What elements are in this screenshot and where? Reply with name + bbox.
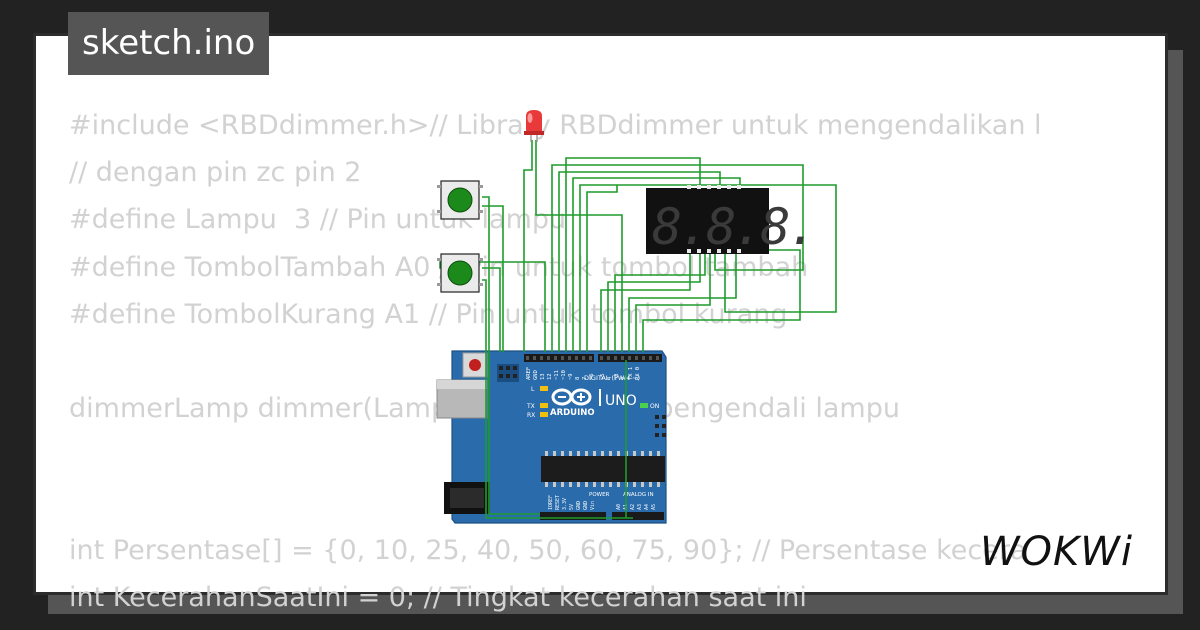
pushbutton-tambah[interactable]: [437, 180, 483, 220]
top-pin-label: 7: [582, 377, 588, 380]
analog-header: [612, 512, 664, 520]
bottom-pin-label: Vin: [590, 501, 596, 510]
bottom-pin-label: RESET: [555, 495, 561, 510]
code-line: int Persentase[] = {0, 10, 25, 40, 50, 6…: [69, 534, 1027, 566]
top-pin-label: ~9: [568, 373, 574, 380]
top-pin-label: AREF: [526, 367, 532, 380]
bottom-pin-label: A5: [651, 504, 657, 510]
icsp-header: [655, 415, 666, 437]
file-title: sketch.ino: [68, 12, 270, 75]
led-l-label: L: [531, 386, 535, 393]
bottom-pin-label: A0: [616, 504, 622, 510]
digital-label: DIGITAL (PWM ~): [584, 374, 640, 382]
top-pin-label: ~3: [614, 373, 620, 380]
seven-segment-icon: [646, 188, 769, 254]
top-pin-label: 2: [621, 377, 627, 380]
analog-label: ANALOG IN: [623, 492, 654, 498]
wokwi-logo-icon: WOKWi: [980, 529, 1133, 575]
top-pin-label: 12: [547, 373, 553, 380]
led-tx-label: TX: [526, 403, 535, 410]
code-line: int KecerahanSaatIni = 0; // Tingkat kec…: [69, 581, 807, 613]
bottom-pin-label: A2: [630, 504, 636, 510]
atmega-chip: [541, 456, 665, 482]
top-pin-label: TX 1: [628, 367, 634, 380]
led-rx-label: RX: [527, 412, 535, 419]
bottom-pin-label: GND: [583, 501, 589, 510]
top-pin-label: 13: [540, 373, 546, 380]
top-pin-label: RX 0: [635, 367, 641, 380]
digital-header-left: [524, 354, 594, 362]
code-line: // dengan pin zc pin 2: [69, 157, 362, 189]
bottom-pin-label: A3: [637, 504, 643, 510]
top-pin-label: ~10: [561, 370, 567, 380]
arduino-infinity-icon: [551, 388, 592, 406]
top-pin-label: ~11: [554, 370, 560, 380]
bottom-pin-label: GND: [576, 501, 582, 510]
top-pin-label: ~6: [589, 373, 595, 380]
top-pin-label: ~5: [600, 373, 606, 380]
on-label: ON: [650, 403, 659, 410]
wokwi-logo: WOKWi: [980, 529, 1133, 575]
top-pin-label: GND: [533, 370, 539, 380]
red-led[interactable]: [524, 110, 544, 142]
wires: [439, 140, 837, 519]
top-pin-label: 8: [575, 377, 581, 380]
bottom-pin-label: 3.3V: [562, 498, 568, 510]
code-listing: #include <RBDdimmer.h>// Library RBDdimm…: [69, 102, 1137, 621]
bottom-pin-label: IOREF: [548, 495, 554, 510]
seven-segment-display[interactable]: 8.8.8.: [646, 185, 818, 256]
bottom-pin-label: A4: [644, 504, 650, 510]
arduino-brand: ARDUINO: [550, 408, 595, 418]
power-label: POWER: [589, 492, 610, 498]
power-header: [540, 512, 606, 520]
uno-model: UNO: [605, 393, 637, 409]
top-pin-label: 4: [607, 376, 613, 380]
code-line: #include <RBDdimmer.h>// Library RBDdimm…: [69, 110, 1042, 141]
pushbutton-kurang[interactable]: [437, 253, 483, 293]
display-digits: 8.8.8.: [652, 198, 815, 256]
bottom-pin-label: 5V: [569, 504, 575, 510]
